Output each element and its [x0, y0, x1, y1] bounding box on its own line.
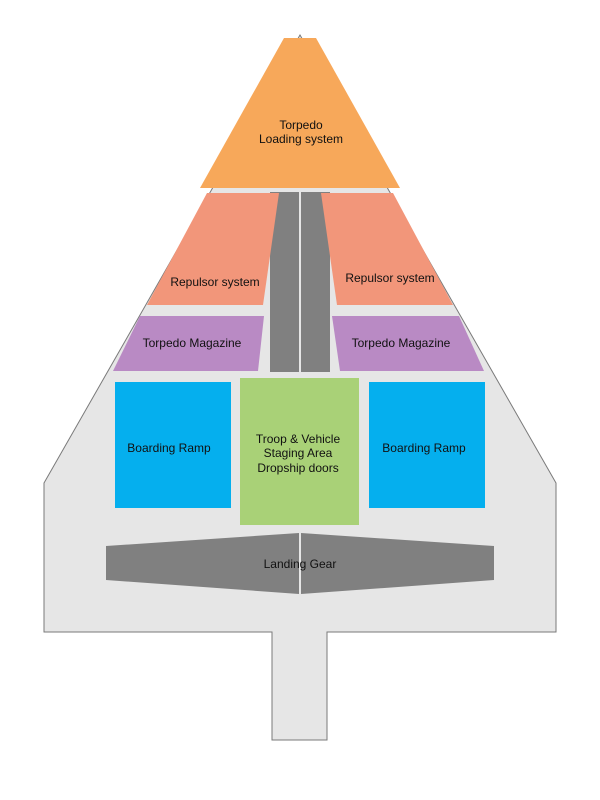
torpedo-magazine-left: Torpedo Magazine	[113, 316, 264, 371]
staging-area: Troop & Vehicle Staging Area Dropship do…	[240, 378, 359, 525]
landing-gear-left-wing	[106, 533, 299, 594]
staging-area-label-line3: Dropship doors	[257, 461, 338, 475]
torpedo-magazine-right: Torpedo Magazine	[332, 316, 484, 371]
boarding-ramp-left-shape	[115, 382, 231, 508]
magazine-right-label: Torpedo Magazine	[352, 336, 451, 350]
landing-gear-right-wing	[301, 533, 494, 594]
boarding-ramp-right-label: Boarding Ramp	[382, 441, 466, 455]
boarding-ramp-left: Boarding Ramp	[115, 382, 231, 508]
repulsor-right-label: Repulsor system	[345, 271, 434, 285]
magazine-left-shape	[113, 316, 264, 371]
repulsor-system-right: Repulsor system	[321, 193, 453, 305]
staging-area-label-line1: Troop & Vehicle	[256, 432, 341, 446]
landing-gear: Landing Gear	[106, 533, 494, 594]
landing-gear-label: Landing Gear	[264, 557, 337, 571]
staging-area-label-line2: Staging Area	[264, 446, 333, 460]
repulsor-left-shape	[147, 193, 279, 305]
magazine-right-shape	[332, 316, 484, 371]
repulsor-left-label: Repulsor system	[170, 275, 259, 289]
repulsor-right-shape	[321, 193, 453, 305]
repulsor-system-left: Repulsor system	[147, 193, 279, 305]
boarding-ramp-right: Boarding Ramp	[369, 382, 485, 508]
torpedo-loading-system: Torpedo Loading system	[200, 38, 400, 188]
staging-area-shape	[240, 378, 359, 525]
torpedo-loading-shape	[200, 38, 400, 188]
torpedo-loading-label-line2: Loading system	[259, 132, 343, 146]
magazine-left-label: Torpedo Magazine	[143, 336, 242, 350]
boarding-ramp-left-label: Boarding Ramp	[127, 441, 211, 455]
boarding-ramp-right-shape	[369, 382, 485, 508]
torpedo-loading-label-line1: Torpedo	[279, 118, 323, 132]
